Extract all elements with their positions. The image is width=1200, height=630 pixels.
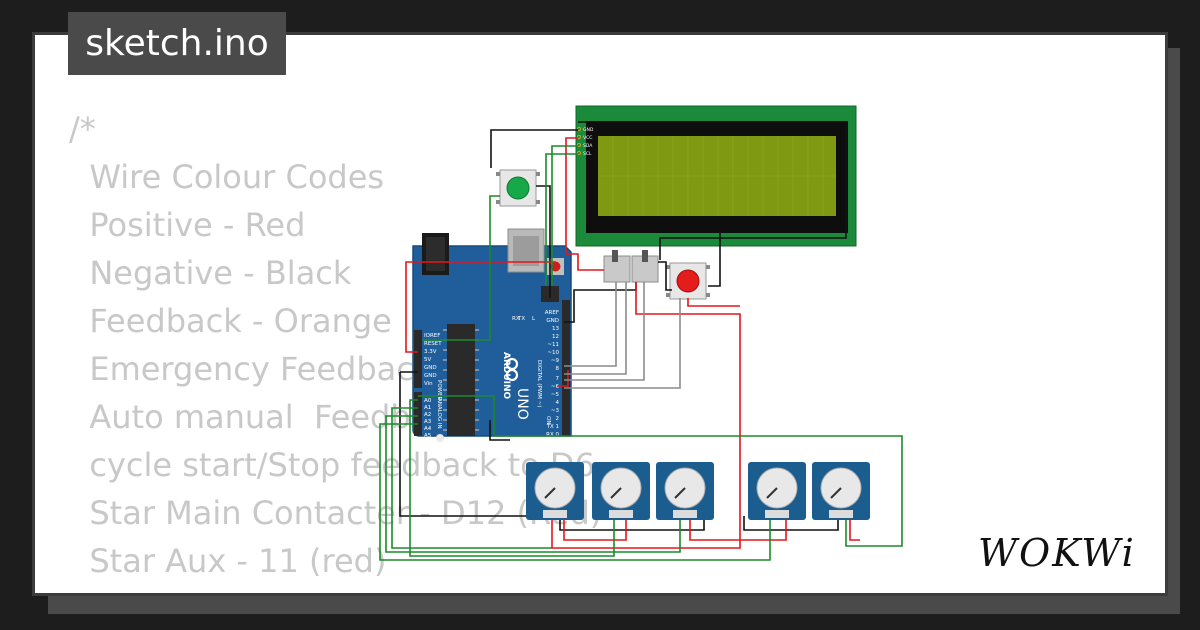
digital-label: DIGITAL (PWM ~) [536, 360, 542, 407]
pin-label-gnd1: GND [424, 365, 437, 371]
pin-label-a3: A3 [424, 419, 432, 425]
wokwi-logo: WOKWi [978, 531, 1136, 574]
analog-header [414, 392, 422, 436]
lcd-display[interactable]: GND VCC SDA SCL [575, 105, 857, 247]
code-line: Delta - 10 (green) [69, 585, 602, 593]
power-header [414, 330, 422, 388]
green-pushbutton[interactable] [496, 169, 540, 207]
pin-label-vin: Vin [424, 381, 433, 387]
pin-label-a4: A4 [424, 426, 432, 432]
pin-label-a5: A5 [424, 433, 432, 439]
pin-label-d8: 8 [556, 366, 560, 372]
pin-label-d3: ~3 [551, 408, 560, 414]
lcd-pin-vcc: VCC [583, 135, 592, 141]
l-led-label: L [532, 316, 536, 322]
rx-label: RX [512, 316, 520, 322]
tx-label: TX [517, 316, 525, 322]
code-preview: /* Wire Colour Codes Positive - Red Nega… [69, 105, 603, 593]
code-line: Star Main Contacter - D12 (Red) [69, 494, 603, 532]
wires [379, 121, 903, 561]
pin-label-tx1: TX 1 [546, 424, 559, 430]
pin-label-a2: A2 [424, 412, 431, 418]
digital-header [562, 300, 570, 436]
code-line: Positive - Red [69, 206, 306, 244]
code-line: /* [69, 110, 96, 148]
code-line: Auto manual Feedback [69, 398, 467, 436]
pin-label-d6: ~6 [551, 384, 560, 390]
pin-label-a1: A1 [424, 405, 431, 411]
pin-label-reset: RESET [424, 341, 442, 347]
pin-label-d9: ~9 [551, 358, 560, 364]
file-tab-label: sketch.ino [85, 23, 269, 64]
arduino-uno-board[interactable]: IOREF RESET 3.3V 5V GND GND Vin A0 A1 A2… [412, 228, 572, 442]
board-model: UNO [514, 388, 530, 420]
potentiometer-1[interactable] [526, 462, 584, 520]
analog-label: ANALOG IN [436, 398, 442, 429]
pin-label-5v: 5V [424, 357, 431, 363]
red-pushbutton[interactable] [666, 262, 710, 300]
code-line: Star Aux - 11 (red) [69, 542, 387, 580]
code-line: Negative - Black [69, 254, 352, 292]
pin-label-a0: A0 [424, 398, 432, 404]
pin-label-d2: 2 [556, 416, 560, 422]
pin-label-d4: 4 [556, 400, 560, 406]
potentiometer-5[interactable] [812, 462, 870, 520]
pin-label-aref: AREF [545, 310, 559, 316]
file-tab[interactable]: sketch.ino [68, 12, 286, 75]
pin-label-3v3: 3.3V [424, 349, 437, 355]
code-line: cycle start/Stop feedback to D6 [69, 446, 595, 484]
pin-label-d5: ~5 [551, 392, 560, 398]
pin-label-d12: 12 [552, 334, 559, 340]
lcd-pin-gnd: GND [583, 127, 594, 133]
lcd-pin-scl: SCL [583, 151, 592, 157]
wokwi-logo-text: WOKWi [978, 531, 1136, 574]
infinity-logo-icon [505, 357, 519, 382]
pin-label-ioref: IOREF [424, 333, 440, 339]
code-line: Feedback - Orange [69, 302, 392, 340]
power-label: POWER [436, 380, 442, 401]
pin-label-d10: ~10 [547, 350, 559, 356]
potentiometer-3[interactable] [656, 462, 714, 520]
pin-label-dgnd: GND [546, 318, 559, 324]
microcontroller-chip [447, 324, 475, 436]
on-label: ON [545, 416, 551, 424]
pin-label-rx0: RX 0 [546, 432, 559, 438]
potentiometer-2[interactable] [592, 462, 650, 520]
pin-label-d7: 7 [556, 376, 560, 382]
slide-switch-2[interactable] [631, 250, 659, 283]
pin-label-d11: ~11 [547, 342, 559, 348]
pin-label-gnd2: GND [424, 373, 437, 379]
code-line: Emergency Feedback [69, 350, 433, 388]
potentiometer-4[interactable] [748, 462, 806, 520]
slide-switch-1[interactable] [603, 250, 631, 283]
lcd-pin-sda: SDA [583, 143, 593, 149]
code-line: Wire Colour Codes [69, 158, 385, 196]
pin-label-d13: 13 [552, 326, 559, 332]
